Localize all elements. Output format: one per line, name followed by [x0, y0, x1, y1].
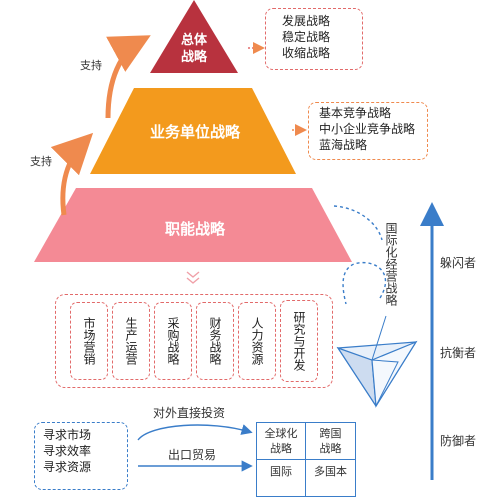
list-item: 收缩战略 — [282, 46, 331, 60]
function-item-marketing: 市场营销 — [70, 302, 108, 380]
chevron-down-icon — [186, 271, 200, 284]
list-item: 寻求市场 — [43, 428, 92, 442]
pyramid-middle-tier — [90, 88, 296, 174]
international-curve — [333, 205, 383, 241]
support-arrow-upper — [105, 35, 151, 119]
fdi-arrow — [137, 424, 253, 441]
list-item: 稳定战略 — [282, 30, 331, 44]
matrix-cell-international: 国际 — [256, 459, 306, 497]
position-defender: 防御者 — [440, 434, 477, 448]
function-item-rnd: 研究与开发 — [280, 300, 318, 382]
pyramid-top-label: 总体 战略 — [180, 33, 207, 65]
matrix-cell-transnational: 跨国战略 — [305, 422, 356, 460]
function-item-production: 生产运营 — [112, 302, 150, 380]
business-strategies-box: 基本竞争战略 中小企业竞争战略 蓝海战略 — [308, 102, 428, 160]
functions-box — [55, 294, 333, 388]
pyramid-bottom-tier — [34, 188, 352, 262]
function-item-hr: 人力资源 — [238, 302, 276, 380]
list-item: 寻求资源 — [43, 460, 92, 474]
export-label: 出口贸易 — [168, 448, 217, 462]
paper-plane-icon — [336, 315, 418, 408]
list-item: 基本竞争战略 — [319, 106, 392, 120]
international-curve-lower — [342, 262, 387, 305]
fdi-label: 对外直接投资 — [153, 406, 226, 420]
diagram-graphics — [34, 0, 444, 480]
position-contender: 抗衡者 — [440, 346, 477, 360]
support-label-lower: 支持 — [30, 155, 52, 168]
support-label-upper: 支持 — [80, 59, 102, 72]
list-item: 中小企业竞争战略 — [319, 122, 416, 136]
position-dodger: 躲闪者 — [440, 256, 477, 270]
matrix-cell-multidomestic: 多国本 — [305, 459, 356, 497]
matrix-cell-global: 全球化战略 — [256, 422, 306, 460]
support-arrow-lower — [50, 132, 94, 216]
pyramid-top-tier — [150, 0, 238, 73]
strategy-matrix: 全球化战略 跨国战略 国际 多国本 — [256, 422, 356, 497]
list-item: 寻求效率 — [43, 444, 92, 458]
list-item: 发展战略 — [282, 14, 331, 28]
pyramid-bottom-label: 职能战略 — [164, 220, 225, 238]
international-strategy-label: 国际化经营战略 — [384, 222, 398, 306]
function-item-finance: 财务战略 — [196, 302, 234, 380]
top-strategies-box: 发展战略 稳定战略 收缩战略 — [265, 8, 363, 70]
function-item-purchasing: 采购战略 — [154, 302, 192, 380]
list-item: 蓝海战略 — [319, 138, 368, 152]
motives-box: 寻求市场 寻求效率 寻求资源 — [34, 422, 128, 490]
pyramid-middle-label: 业务单位战略 — [149, 123, 240, 141]
